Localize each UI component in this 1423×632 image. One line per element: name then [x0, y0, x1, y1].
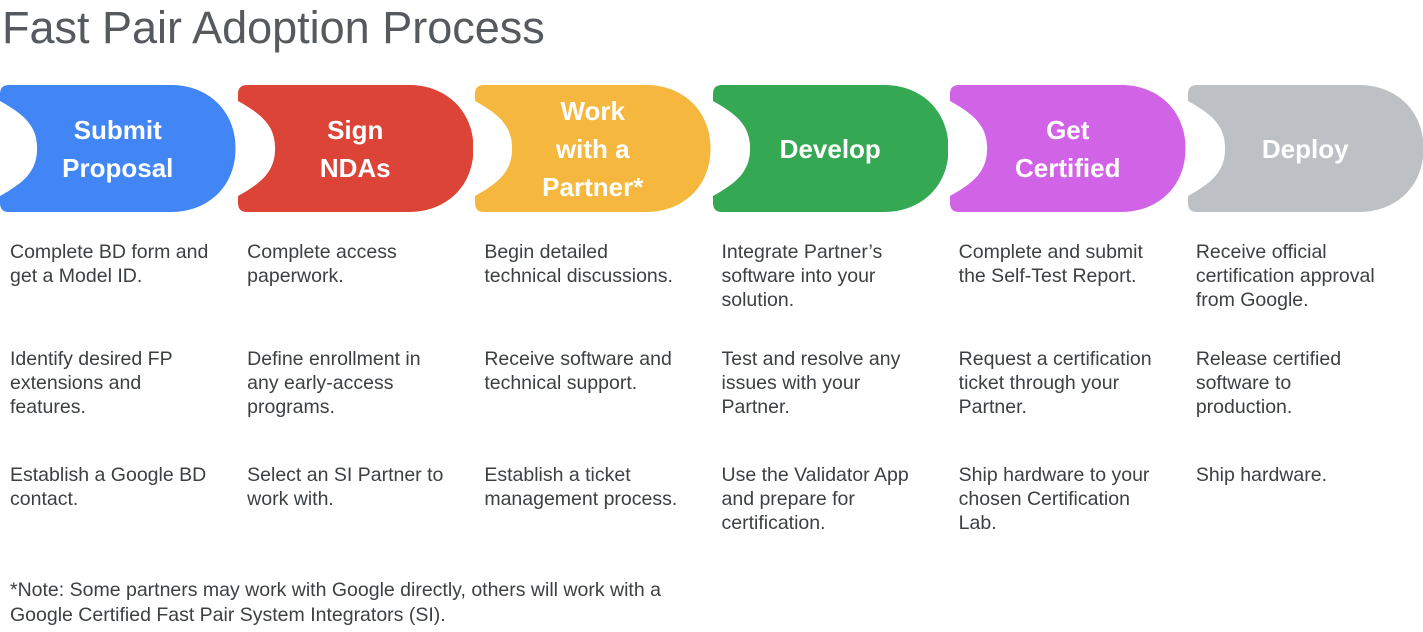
step-text-submit-proposal-2: Identify desired FP extensions and featu…: [10, 348, 173, 418]
stage-work-with-a-partner: Work with a Partner*: [475, 85, 711, 212]
step-text-develop-3: Use the Validator App and prepare for ce…: [721, 464, 909, 534]
step-text-deploy-3: Ship hardware.: [1195, 464, 1327, 486]
step-text-work-with-a-partner-1: Begin detailed technical discussions.: [484, 241, 673, 287]
stage-label: Deploy: [1261, 133, 1349, 164]
stage-steps-grid: Complete BD form and get a Model ID. Com…: [0, 240, 1423, 535]
stage-label: Work with a Partner*: [542, 95, 644, 202]
stage-label: Develop: [779, 133, 881, 164]
step-text-get-certified-1: Complete and submit the Self-Test Report…: [958, 241, 1143, 287]
step-text-get-certified-2: Request a certification ticket through y…: [958, 348, 1152, 418]
step-text-submit-proposal-1: Complete BD form and get a Model ID.: [10, 241, 209, 287]
stage-arrow-shape: [0, 85, 236, 212]
stage-arrow-shape: [712, 85, 948, 212]
stage-arrow-shape: [237, 85, 473, 212]
step-text-sign-ndas-2: Define enrollment in any early-access pr…: [247, 348, 421, 418]
stage-arrow-shape: [950, 85, 1186, 212]
stage-label: Sign NDAs: [319, 114, 391, 183]
page-title: Fast Pair Adoption Process: [2, 2, 545, 53]
process-stages-row: Submit Proposal Sign NDAs Work with a Pa…: [0, 85, 1423, 212]
step-text-develop-1: Integrate Partner’s software into your s…: [721, 241, 883, 311]
stage-develop: Develop: [712, 85, 948, 212]
step-text-work-with-a-partner-2: Receive software and technical support.: [484, 348, 672, 394]
step-text-sign-ndas-1: Complete access paperwork.: [247, 241, 397, 287]
stage-deploy: Deploy: [1187, 85, 1423, 212]
stage-arrow-shape: [475, 85, 711, 212]
step-text-deploy-1: Receive official certification approval …: [1195, 241, 1375, 311]
step-text-sign-ndas-3: Select an SI Partner to work with.: [247, 464, 444, 510]
step-text-submit-proposal-3: Establish a Google BD contact.: [10, 464, 207, 510]
stage-get-certified: Get Certified: [950, 85, 1186, 212]
stage-submit-proposal: Submit Proposal: [0, 85, 236, 212]
footnote: *Note: Some partners may work with Googl…: [10, 579, 661, 626]
stage-label: Submit Proposal: [62, 114, 174, 183]
stage-label: Get Certified: [1015, 114, 1121, 183]
step-text-get-certified-3: Ship hardware to your chosen Certificati…: [958, 464, 1150, 534]
step-text-develop-2: Test and resolve any issues with your Pa…: [721, 348, 901, 418]
step-text-deploy-2: Release certified software to production…: [1195, 348, 1342, 418]
step-text-work-with-a-partner-3: Establish a ticket management process.: [484, 464, 678, 510]
stage-sign-ndas: Sign NDAs: [237, 85, 473, 212]
stage-arrow-shape: [1187, 85, 1423, 212]
